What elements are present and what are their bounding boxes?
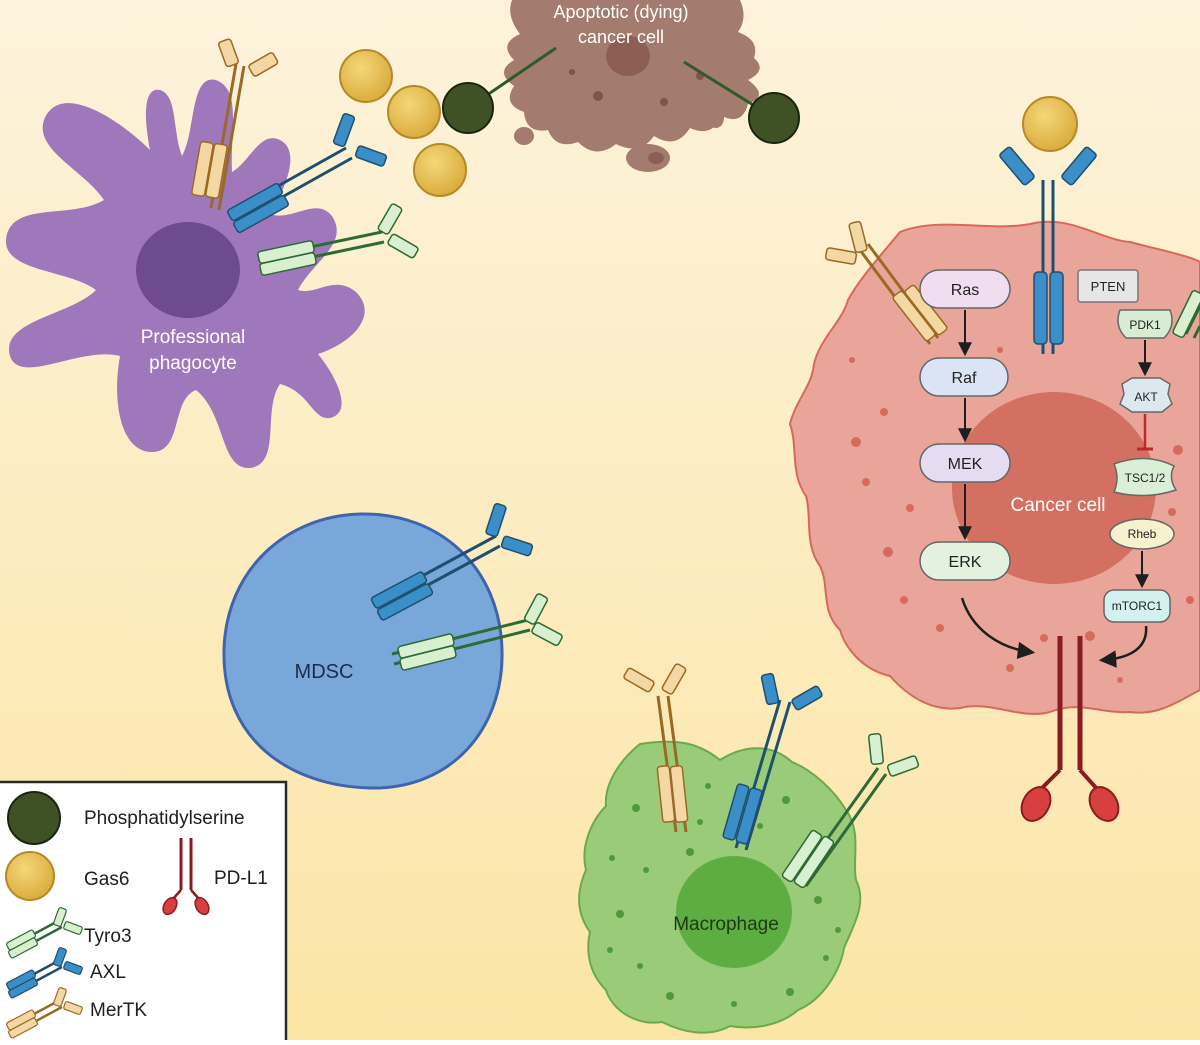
gas6-ligand <box>413 143 467 197</box>
apoptotic-fragment <box>569 69 575 75</box>
mtorc1-label: mTORC1 <box>1112 599 1163 613</box>
macrophage-cell: Macrophage <box>578 740 862 1034</box>
phagocyte-nucleus <box>136 222 240 318</box>
tsc-label: TSC1/2 <box>1125 471 1166 485</box>
gas6-cluster <box>339 49 467 197</box>
macrophage-axl-receptor <box>722 672 823 851</box>
apoptotic-fragment <box>593 91 603 101</box>
phagocyte-mertk-receptor <box>191 38 279 211</box>
mek-node <box>919 443 1011 483</box>
macrophage-label: Macrophage <box>673 914 779 935</box>
apoptotic-bleb <box>514 127 534 145</box>
phagocyte-tyro3-receptor <box>257 203 419 276</box>
pdk1-label: PDK1 <box>1129 318 1161 332</box>
mdsc-tyro3-receptor <box>391 593 563 671</box>
legend-gas6-label: Gas6 <box>84 869 129 890</box>
gas6-ligand <box>339 49 393 103</box>
tsc-node <box>1112 457 1178 497</box>
rheb-node <box>1109 518 1175 550</box>
apoptotic-label-line1: Apoptotic (dying) <box>553 2 688 22</box>
phagocyte-label-line2: phagocyte <box>149 353 237 374</box>
phosphatidylserine-molecule <box>442 82 494 134</box>
pten-label: PTEN <box>1091 279 1126 294</box>
macrophage-mertk-receptor <box>623 663 689 833</box>
apoptotic-fragment <box>648 152 664 164</box>
phagocyte-label-line1: Professional <box>141 327 246 348</box>
akt-label: AKT <box>1134 390 1158 404</box>
legend-axl-label: AXL <box>90 962 126 983</box>
legend-tyro3-swatch <box>5 907 83 959</box>
legend: Phosphatidylserine Gas6 PD-L1 Tyro3 <box>0 780 288 1045</box>
cancer-axl-receptor <box>999 146 1097 354</box>
pdk1-node <box>1117 309 1173 339</box>
gas6-ligand <box>387 85 441 139</box>
phosphatidylserine-molecule <box>748 92 800 144</box>
mek-label: MEK <box>948 456 983 473</box>
cancer-pdl1 <box>1020 636 1120 822</box>
ras-label: Ras <box>951 282 979 299</box>
legend-pdl1-swatch <box>162 838 210 916</box>
mdsc-axl-receptor <box>370 502 534 621</box>
phagocyte-axl-receptor <box>227 113 388 233</box>
macrophage-nucleus <box>676 856 792 968</box>
legend-axl-swatch <box>5 947 83 999</box>
erk-label: ERK <box>949 554 982 571</box>
legend-gas6-swatch <box>5 851 55 901</box>
apoptotic-bleb <box>708 108 724 128</box>
cancer-nucleus <box>952 392 1156 584</box>
legend-mertk-label: MerTK <box>90 1000 147 1021</box>
pathway-pi3k: PTEN PDK1 AKT TSC1/2 Rheb mTORC1 <box>1077 269 1178 668</box>
pten-node <box>1077 269 1139 303</box>
apoptotic-label-line2: cancer cell <box>578 27 664 47</box>
raf-label: Raf <box>952 370 977 387</box>
professional-phagocyte: Professional phagocyte <box>5 79 365 469</box>
rheb-label: Rheb <box>1128 527 1157 541</box>
cancer-mertk-receptor <box>824 220 948 345</box>
apoptotic-cancer-cell: Apoptotic (dying) cancer cell <box>467 0 775 172</box>
akt-node <box>1119 377 1173 413</box>
macrophage-granules <box>607 783 841 1007</box>
ras-node <box>919 269 1011 309</box>
raf-node <box>919 357 1009 397</box>
erk-node <box>919 541 1011 581</box>
mtorc1-node <box>1103 589 1171 623</box>
legend-pdl1-label: PD-L1 <box>214 868 268 889</box>
gas6-ligand <box>1022 96 1078 152</box>
apoptotic-fragment <box>606 36 650 76</box>
legend-tyro3-label: Tyro3 <box>84 926 132 947</box>
apoptotic-fragment <box>660 98 668 106</box>
cancer-tyro3-receptor-partial <box>1172 290 1200 339</box>
macrophage-tyro3-receptor <box>781 733 920 889</box>
legend-mertk-swatch <box>5 987 83 1039</box>
cancer-label: Cancer cell <box>1010 495 1105 516</box>
pathway-mapk: Ras Raf MEK ERK <box>919 269 1036 660</box>
legend-phosphatidylserine-label: Phosphatidylserine <box>84 808 245 829</box>
apoptotic-body <box>504 0 760 152</box>
mdsc-label: MDSC <box>295 661 354 683</box>
legend-phosphatidylserine-swatch <box>7 791 61 845</box>
